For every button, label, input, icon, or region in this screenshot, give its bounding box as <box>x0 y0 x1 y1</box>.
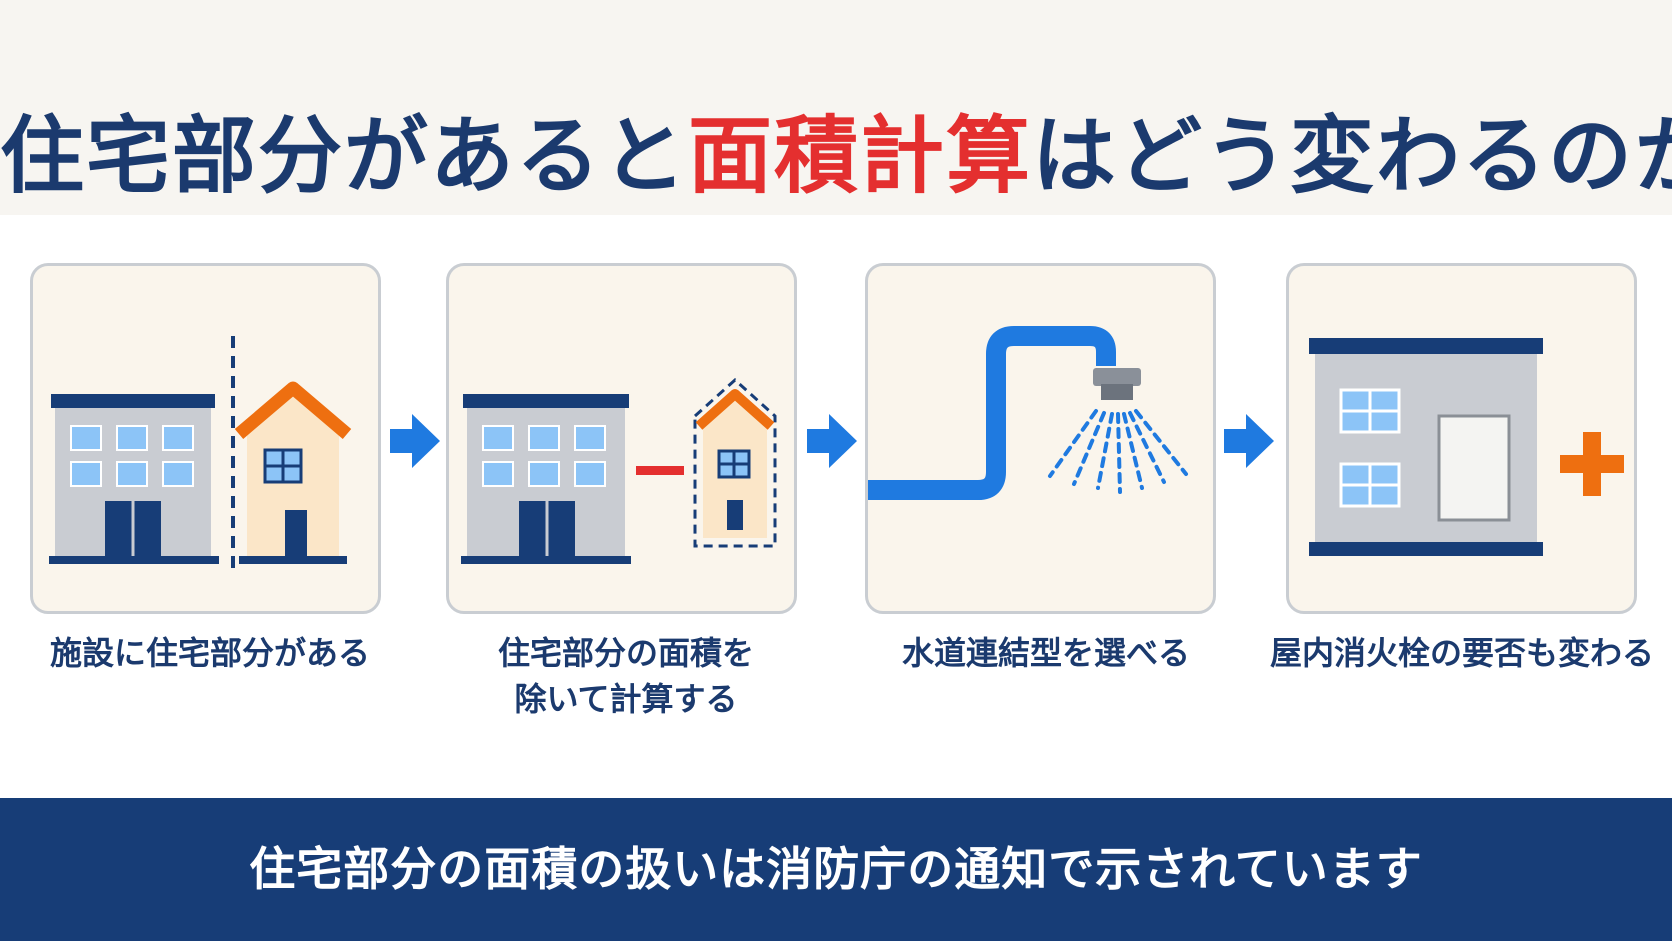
step-caption-2: 住宅部分の面積を 除いて計算する <box>497 634 754 718</box>
title-band <box>0 0 1672 215</box>
step-caption-1: 施設に住宅部分がある <box>49 634 370 672</box>
arrow-right-icon <box>1224 414 1274 468</box>
footer-banner: 住宅部分の面積の扱いは消防庁の通知で示されています <box>0 798 1672 941</box>
building-with-house-icon <box>49 336 352 571</box>
building-plus-icon <box>1309 338 1624 556</box>
title-accent: 面積計算 <box>688 107 1033 205</box>
arrow-right-icon <box>390 414 440 468</box>
step-caption-3: 水道連結型を選べる <box>901 634 1190 672</box>
title-part-1: 住宅部分があると <box>0 107 689 205</box>
arrow-right-icon <box>807 414 857 468</box>
step-caption-4: 屋内消火栓の要否も変わる <box>1269 634 1654 672</box>
step-card-2 <box>446 263 797 614</box>
step-card-4 <box>1286 263 1637 614</box>
water-pipe-sprinkler-icon <box>868 326 1188 500</box>
footer-text: 住宅部分の面積の扱いは消防庁の通知で示されています <box>249 842 1423 896</box>
building-minus-house-icon <box>461 377 777 564</box>
page-title: 住宅部分があると面積計算はどう変わるのか <box>0 96 1672 216</box>
title-part-2: はどう変わるのか <box>1032 107 1672 205</box>
step-card-1 <box>30 263 381 614</box>
step-card-3 <box>865 263 1216 614</box>
